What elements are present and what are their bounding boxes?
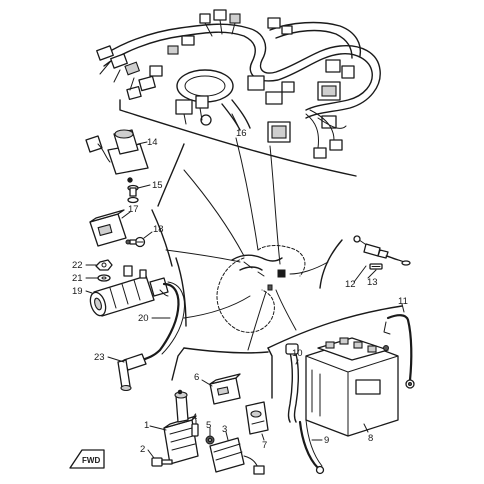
cdi-unit: [163, 389, 199, 465]
wire-harness: [99, 21, 381, 131]
harness-connector-cluster-centre: [175, 75, 295, 143]
callout-20: 20: [138, 313, 149, 324]
turn-signal-relay: [209, 373, 241, 405]
high-tension-lead: [140, 282, 180, 362]
relay-group-bracket: [151, 209, 173, 267]
nut: [95, 259, 113, 271]
rectifier-regulator: [209, 437, 265, 475]
cdi-bolt: [151, 457, 173, 467]
coil-group-bracket: [175, 257, 187, 327]
fuse-group-bracket: [319, 239, 343, 289]
callout-7: 7: [262, 440, 267, 451]
callout-15: 15: [152, 180, 163, 191]
leader-6: [201, 379, 213, 387]
collar-nut: [205, 435, 215, 445]
battery-breather-hose: [285, 343, 299, 423]
harness-group-bracket: [119, 99, 357, 177]
harness-connector-cluster-left: [96, 35, 195, 101]
leader-15: [137, 184, 151, 189]
main-switch: [85, 129, 149, 183]
harness-connector-cluster-right: [305, 59, 355, 159]
fuse: [369, 263, 383, 270]
callout-2: 2: [140, 444, 145, 455]
lower-group-bracket: [183, 347, 269, 354]
leader-18: [143, 231, 153, 239]
pointer-lines: [165, 137, 329, 351]
leader-11: [401, 303, 405, 313]
leader-10: [295, 359, 299, 365]
callout-23: 23: [94, 352, 105, 363]
leader-7: [261, 433, 265, 441]
battery-group-bracket: [267, 305, 403, 349]
callout-13: 13: [367, 277, 378, 288]
callout-16: 16: [236, 128, 247, 139]
battery-negative-lead: [298, 419, 325, 475]
callout-4: 4: [192, 412, 197, 423]
callout-3: 3: [222, 424, 227, 435]
leader-1: [149, 425, 167, 431]
ignition-coil: [89, 265, 169, 317]
frame-outline: [216, 245, 306, 333]
fuse-holder: [353, 235, 411, 266]
callout-9: 9: [324, 435, 329, 446]
callout-18: 18: [153, 224, 164, 235]
callout-19: 19: [72, 286, 83, 297]
relay-screw: [125, 236, 146, 248]
callout-10: 10: [292, 348, 303, 359]
starter-relay: [245, 401, 269, 435]
callout-17: 17: [128, 204, 139, 215]
leader-14: [137, 141, 148, 145]
leader-2: [147, 449, 155, 459]
leader-13: [367, 269, 377, 279]
callout-22: 22: [72, 260, 83, 271]
leader-16: [231, 113, 239, 127]
collar: [191, 423, 199, 437]
callout-5: 5: [206, 420, 211, 431]
leader-17: [121, 211, 131, 219]
callout-11: 11: [398, 296, 408, 307]
callout-6: 6: [194, 372, 199, 383]
battery: [305, 337, 399, 437]
lower-group-bracket-left: [171, 347, 185, 381]
spark-plug-cap: [117, 353, 147, 392]
harness-connector-cluster-top: [199, 9, 293, 37]
callout-21: 21: [72, 273, 83, 284]
front-marker-label: FWD: [82, 456, 100, 465]
callout-12: 12: [345, 279, 356, 290]
leader-3: [225, 431, 229, 441]
battery-bracket-tail: [267, 347, 273, 399]
front-direction-marker: FWD: [69, 449, 105, 469]
leader-8: [363, 423, 369, 433]
callout-8: 8: [368, 433, 373, 444]
switch-bolt: [127, 184, 139, 204]
leader-12: [353, 265, 367, 283]
relay: [89, 209, 127, 247]
washer: [97, 274, 111, 282]
battery-positive-lead: [383, 314, 415, 389]
callout-1: 1: [144, 420, 149, 431]
callout-14: 14: [147, 137, 158, 148]
leader-23: [107, 356, 125, 363]
leader-19: [85, 290, 93, 294]
switch-group-bracket: [157, 143, 185, 207]
